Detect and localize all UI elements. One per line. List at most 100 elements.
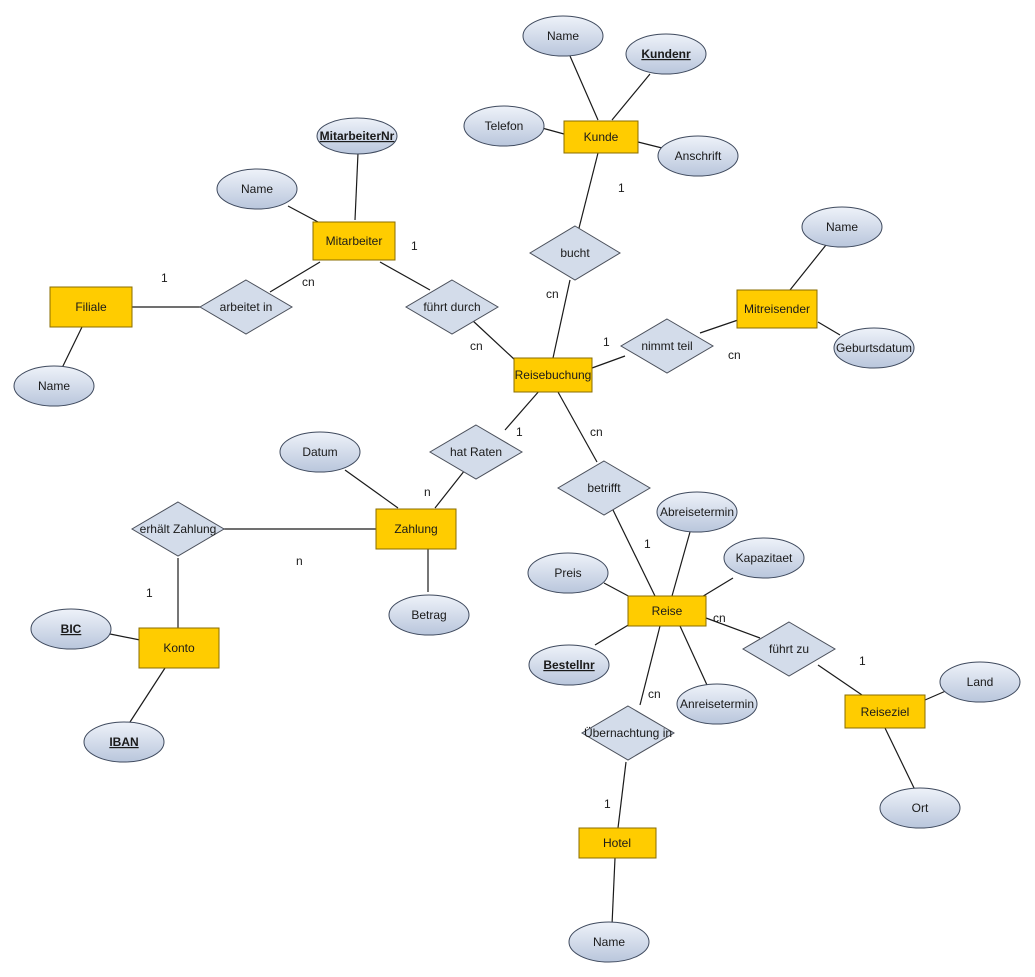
entity-konto: Konto	[138, 627, 220, 669]
svg-text:Reise: Reise	[652, 604, 683, 618]
attribute-konto-iban: IBAN	[83, 721, 165, 763]
attribute-zahlung-betrag: Betrag	[388, 594, 470, 636]
svg-text:MitarbeiterNr: MitarbeiterNr	[320, 129, 395, 143]
relationship-uebernachtung-in: Übernachtung in	[581, 705, 675, 761]
line-reise-abreisetermin	[671, 531, 691, 597]
line-raten-zahlung	[434, 469, 466, 509]
svg-text:führt durch: führt durch	[423, 300, 480, 314]
cardinality-reise-uebernachtung: cn	[648, 687, 661, 701]
line-hotel-name	[611, 857, 616, 926]
svg-text:Name: Name	[241, 182, 273, 196]
entity-reiseziel: Reiseziel	[844, 694, 926, 729]
svg-text:bucht: bucht	[560, 246, 590, 260]
attribute-mitreisender-name: Name	[801, 206, 883, 248]
attribute-kunde-name: Name	[522, 15, 604, 57]
line-fuehrt-reisebuchung	[471, 319, 516, 361]
svg-text:Ort: Ort	[912, 801, 929, 815]
attribute-kunde-kundenr: Kundenr	[625, 33, 707, 75]
svg-text:Hotel: Hotel	[603, 836, 631, 850]
cardinality-reisebuchung-betrifft: cn	[590, 425, 603, 439]
entities: Kunde Mitarbeiter Filiale Reisebuchung M…	[49, 120, 926, 859]
cardinality-zahlung-erhaelt: n	[296, 554, 303, 568]
line-reisebuchung-nimmt	[591, 355, 626, 369]
svg-text:Reiseziel: Reiseziel	[861, 705, 910, 719]
line-reise-bestellnr	[594, 623, 631, 646]
relationship-arbeitet-in: arbeitet in	[199, 279, 293, 335]
cardinality-bucht-reisebuchung: cn	[546, 287, 559, 301]
entity-mitarbeiter: Mitarbeiter	[312, 221, 396, 261]
attribute-reise-preis: Preis	[527, 552, 609, 594]
cardinality-filiale-arbeitet: 1	[161, 271, 168, 285]
line-mitreisender-geburtsdatum	[817, 321, 841, 336]
line-filiale-name	[61, 326, 83, 369]
entity-reise: Reise	[627, 595, 707, 627]
line-zahlung-datum	[344, 469, 399, 509]
line-reisebuchung-betrifft	[557, 391, 598, 463]
cardinality-arbeitet-mitarbeiter: cn	[302, 275, 315, 289]
svg-text:Reisebuchung: Reisebuchung	[515, 368, 592, 382]
cardinality-kunde-bucht: 1	[618, 181, 625, 195]
attribute-reise-kapazitaet: Kapazitaet	[723, 537, 805, 579]
svg-text:Mitreisender: Mitreisender	[744, 302, 810, 316]
line-kunde-name	[569, 55, 599, 121]
attribute-mitarbeiter-nr: MitarbeiterNr	[316, 117, 398, 155]
svg-text:Name: Name	[547, 29, 579, 43]
svg-text:Kunde: Kunde	[584, 130, 619, 144]
line-mitreisender-nimmt	[699, 319, 739, 334]
attribute-reise-abreisetermin: Abreisetermin	[656, 491, 738, 533]
svg-text:Zahlung: Zahlung	[394, 522, 437, 536]
attribute-kunde-anschrift: Anschrift	[657, 135, 739, 177]
cardinality-reisebuchung-raten: 1	[516, 425, 523, 439]
svg-text:Datum: Datum	[302, 445, 337, 459]
svg-text:Kapazitaet: Kapazitaet	[736, 551, 793, 565]
svg-text:Übernachtung in: Übernachtung in	[584, 726, 672, 740]
attribute-konto-bic: BIC	[30, 608, 112, 650]
attribute-reiseziel-ort: Ort	[879, 787, 961, 829]
line-konto-iban	[129, 667, 166, 723]
line-fuehrt-zu-reiseziel	[817, 664, 863, 696]
entity-filiale: Filiale	[49, 286, 133, 328]
line-kunde-anschrift	[637, 141, 663, 149]
entity-mitreisender: Mitreisender	[736, 289, 818, 329]
svg-text:nimmt teil: nimmt teil	[641, 339, 692, 353]
attribute-reiseziel-land: Land	[939, 661, 1021, 703]
attribute-filiale-name: Name	[13, 365, 95, 407]
relationship-nimmt-teil: nimmt teil	[620, 318, 714, 374]
svg-text:Kundenr: Kundenr	[641, 47, 691, 61]
cardinality-mitarbeiter-fuehrt: 1	[411, 239, 418, 253]
svg-text:IBAN: IBAN	[109, 735, 138, 749]
svg-text:Anschrift: Anschrift	[675, 149, 722, 163]
cardinality-fuehrt-zu-reiseziel: 1	[859, 654, 866, 668]
attribute-mitreisender-geburtsdatum: Geburtsdatum	[833, 327, 915, 369]
svg-text:betrifft: betrifft	[587, 481, 621, 495]
entity-zahlung: Zahlung	[375, 508, 457, 550]
cardinalities: 1 cn 1 cn 1 cn 1 cn 1 n n 1 cn 1 cn 1 cn…	[146, 181, 866, 811]
line-reise-fuehrt-zu	[705, 617, 761, 639]
svg-text:Abreisetermin: Abreisetermin	[660, 505, 734, 519]
cardinality-erhaelt-konto: 1	[146, 586, 153, 600]
line-mitarbeiter-name	[287, 205, 319, 223]
line-betrifft-reise	[612, 509, 656, 597]
svg-text:führt zu: führt zu	[769, 642, 809, 656]
line-mitreisender-name	[789, 244, 827, 291]
cardinality-reisebuchung-nimmt: 1	[603, 335, 610, 349]
attribute-kunde-telefon: Telefon	[463, 105, 545, 147]
svg-text:erhält Zahlung: erhält Zahlung	[140, 522, 217, 536]
line-uebernachtung-hotel	[617, 761, 627, 829]
cardinality-raten-zahlung: n	[424, 485, 431, 499]
svg-text:BIC: BIC	[61, 622, 82, 636]
cardinality-betrifft-reise: 1	[644, 537, 651, 551]
svg-text:Anreisetermin: Anreisetermin	[680, 697, 754, 711]
svg-text:Konto: Konto	[163, 641, 195, 655]
line-bucht-reisebuchung	[552, 279, 571, 359]
line-reise-preis	[603, 582, 633, 599]
line-mitarbeiter-arbeitet	[269, 261, 321, 293]
relationship-betrifft: betrifft	[557, 460, 651, 516]
line-reise-anreisetermin	[679, 625, 708, 686]
cardinality-fuehrt-reisebuchung: cn	[470, 339, 483, 353]
svg-text:Telefon: Telefon	[485, 119, 524, 133]
line-konto-bic	[109, 633, 141, 641]
entity-reisebuchung: Reisebuchung	[513, 357, 593, 393]
svg-text:Geburtsdatum: Geburtsdatum	[836, 341, 912, 355]
svg-text:Name: Name	[826, 220, 858, 234]
